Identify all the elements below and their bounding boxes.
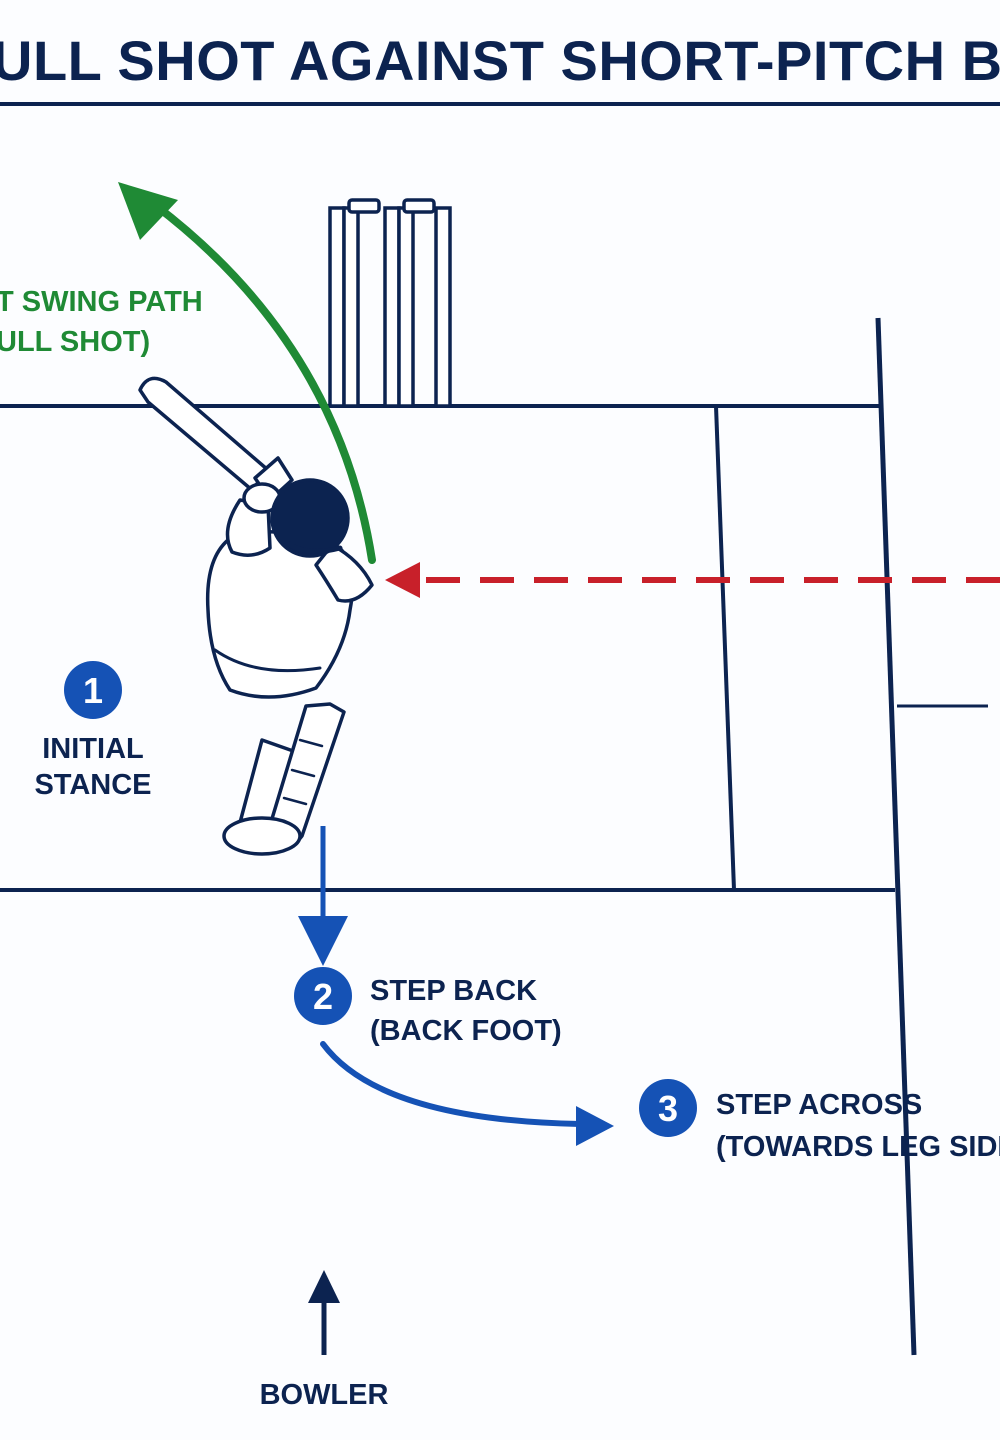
step-1-label-line1: INITIAL [42, 733, 144, 765]
wickets [328, 198, 452, 408]
step-3-label-line2: (TOWARDS LEG SIDE) [716, 1131, 1000, 1163]
step-3-label-line1: STEP ACROSS [716, 1089, 922, 1121]
bowler-label: BOWLER [260, 1379, 389, 1411]
bail-right [402, 198, 436, 214]
stump-2 [342, 206, 360, 408]
step-1-label-line2: STANCE [34, 769, 151, 801]
right-arm [314, 543, 374, 603]
step-1-number: 1 [83, 670, 103, 711]
step-3: 3 STEP ACROSS (TOWARDS LEG SIDE) [639, 1079, 1000, 1163]
stump-1 [328, 206, 346, 408]
shoe [222, 816, 302, 856]
step-2: 2 STEP BACK (BACK FOOT) [294, 967, 562, 1047]
cricket-bat [138, 376, 294, 502]
pitch-lines [0, 317, 988, 1356]
step-3-number: 3 [658, 1088, 678, 1129]
step-2-badge [294, 967, 352, 1025]
bowler-direction: BOWLER [260, 1270, 389, 1411]
pitch-edge-line [875, 317, 917, 1356]
step-1: 1 INITIAL STANCE [34, 661, 152, 801]
step-3-badge [639, 1079, 697, 1137]
swing-path-label-line1: T SWING PATH [0, 286, 203, 318]
bowler-arrow-head [308, 1270, 340, 1303]
batsman-figure [138, 376, 374, 856]
stump-4 [397, 206, 415, 408]
page-title: ULL SHOT AGAINST SHORT-PITCH BOW [0, 29, 1000, 92]
return-crease [714, 405, 736, 891]
stump-5 [434, 206, 452, 408]
bail-left [347, 198, 381, 214]
left-arm [225, 498, 272, 557]
step-2-number: 2 [313, 976, 333, 1017]
ball-trajectory-arrow [385, 562, 1000, 598]
step-2-label-line1: STEP BACK [370, 975, 537, 1007]
step-across-arrow [320, 1041, 614, 1146]
helmet [270, 478, 350, 558]
step-1-badge [64, 661, 122, 719]
bat-swing-path-arrow [118, 182, 376, 564]
swing-path-label-line2: ULL SHOT) [0, 326, 150, 358]
step-2-label-line2: (BACK FOOT) [370, 1015, 562, 1047]
stump-3 [383, 206, 401, 408]
